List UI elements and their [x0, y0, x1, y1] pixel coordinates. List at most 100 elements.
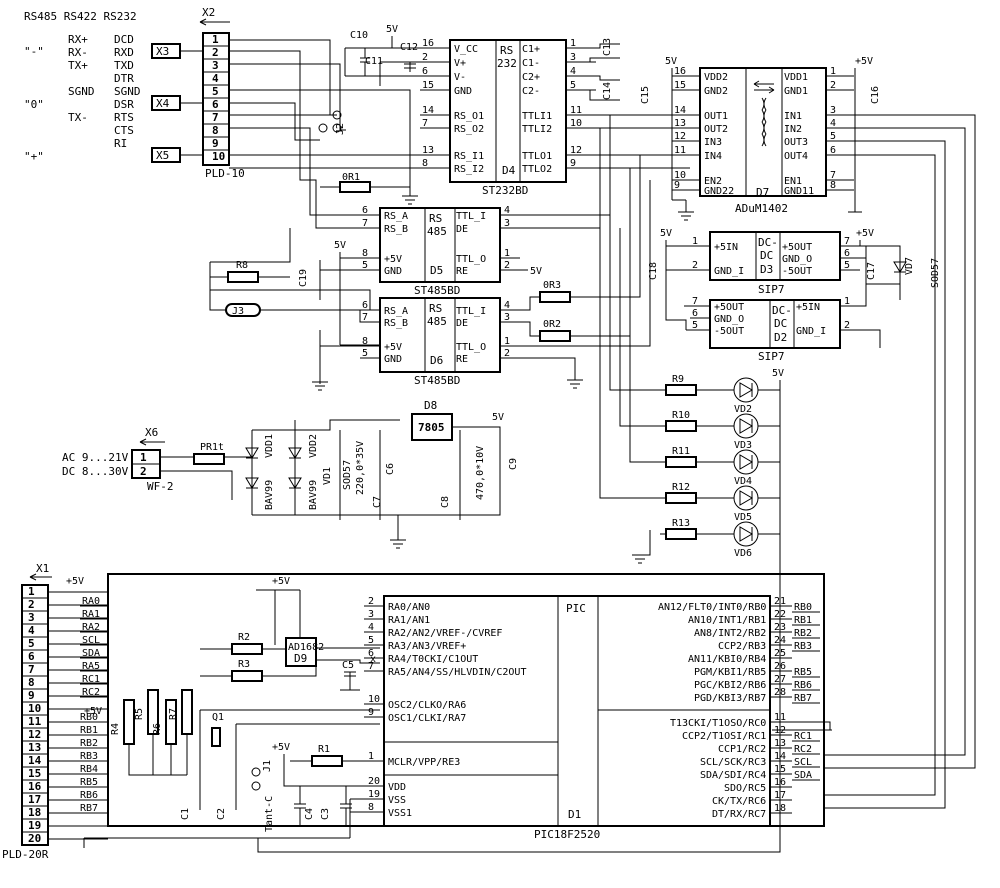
resistor-0r1-label: 0R1 [342, 172, 360, 183]
psu-net [251, 419, 461, 549]
pin-label: TTL_I [456, 211, 486, 222]
x1-pin-1: 1 [28, 585, 35, 598]
wire-x2-8 [229, 127, 380, 216]
ac-label: AC 9...21V [62, 451, 129, 464]
pin-label: +5IN [714, 242, 738, 253]
pin-number: 10 [570, 118, 582, 129]
x1-pin-13: 13 [28, 741, 41, 754]
pin-label: VDD1 [784, 72, 808, 83]
pin-label: V_CC [454, 44, 478, 55]
pic-net-label: RB1 [794, 615, 812, 626]
rs485-signal: TX- [68, 111, 88, 124]
chip-d4-name: ST232BD [482, 184, 528, 197]
x1-net-label: RB6 [80, 790, 98, 801]
pin-label: RS_O2 [454, 124, 484, 135]
jumper-j2-c [318, 123, 328, 133]
pic-net-label: SCL [794, 757, 812, 768]
pin-number: 12 [570, 145, 582, 156]
pin-label: +5OUT [782, 242, 812, 253]
pic-net-label: RB5 [794, 667, 812, 678]
pin-number: 1 [570, 38, 576, 49]
svg-text:DC: DC [760, 249, 773, 262]
pin-label: GND1 [784, 86, 808, 97]
cap-c18-label: C18 [648, 262, 659, 280]
net-out4 [772, 154, 936, 796]
pic-net-label: RB2 [794, 628, 812, 639]
cap-c5-label: C5 [342, 660, 354, 671]
wire-x2-3 [229, 63, 346, 131]
chip-d4-mid-2: 232 [497, 57, 517, 70]
d7-power-net [671, 68, 862, 221]
led-label: VD2 [734, 404, 752, 415]
d3-d2-net [665, 240, 901, 348]
diode-bav99-2: BAV99 [308, 480, 319, 510]
jumper-x5-label: X5 [156, 149, 169, 162]
v5-label-mclr: +5V [272, 742, 290, 753]
pin-number: 2 [844, 320, 850, 331]
x6-type: WF-2 [147, 480, 174, 493]
pin-number: 5 [570, 80, 576, 91]
resistor-r7 [181, 689, 193, 735]
v5-label-pic: +5V [272, 576, 290, 587]
pin-label: RS_A [384, 211, 408, 222]
pin-label: GND2 [704, 86, 728, 97]
led-label: VD3 [734, 440, 752, 451]
pin-label: GND_O [714, 314, 744, 325]
x1-pin-18: 18 [28, 806, 41, 819]
pic-pin-label: PGM/KBI1/RB5 [694, 667, 766, 678]
wire-x2-5-gnd [229, 89, 411, 196]
x1-pin-17: 17 [28, 793, 41, 806]
cap-c3-label: C3 [320, 808, 331, 820]
pic-pin-label: AN8/INT2/RB2 [694, 628, 766, 639]
wire-x2-2 [229, 50, 380, 229]
pic-net-label: RB7 [794, 693, 812, 704]
resistor-r1 [311, 755, 343, 767]
pic-pin-number: 9 [368, 707, 374, 718]
diode-vdd1-label: VDD1 [264, 434, 275, 458]
chip-d9-name: AD1682 [288, 642, 324, 653]
wire-x2-6 [229, 102, 320, 141]
pin-label: OUT4 [784, 151, 808, 162]
pin-label: GND [384, 266, 402, 277]
pin-label: GND [384, 354, 402, 365]
svg-text:1: 1 [140, 451, 147, 464]
pin-number: 6 [830, 145, 836, 156]
pin-label: C1- [522, 58, 540, 69]
regulator-d8-ref: D8 [424, 399, 437, 412]
pic-pin-label: RA0/AN0 [388, 602, 430, 613]
pin-label: DE [456, 318, 468, 329]
led-label: VD5 [734, 512, 752, 523]
pin-label: -5OUT [714, 326, 744, 337]
pic-pin-number: 7 [368, 661, 374, 672]
x1-pin-3: 3 [28, 611, 35, 624]
pin-label: +5OUT [714, 302, 744, 313]
pic-pin-label: RA4/T0CKI/C1OUT [388, 654, 478, 665]
pin-number: 4 [830, 118, 836, 129]
pin-label: TTLI2 [522, 124, 552, 135]
pin-number: 16 [422, 38, 434, 49]
x1-v5-b: +5V [84, 706, 102, 717]
pin-label: RS_O1 [454, 111, 484, 122]
x1-pin-11: 11 [28, 715, 42, 728]
jumper-j3-label: J3 [232, 306, 244, 317]
jumper-j1-b [251, 781, 261, 791]
resistor-0r3-label: 0R3 [543, 280, 561, 291]
v5-label-d4: 5V [386, 24, 398, 35]
d4-charge-pump-net [566, 43, 620, 101]
pic-net-label: RC2 [794, 744, 812, 755]
pin-number: 16 [674, 66, 686, 77]
led-vd6 [733, 521, 759, 547]
pin-number: 6 [422, 66, 428, 77]
x2-pin-5: 5 [212, 85, 219, 98]
x2-label: X2 [202, 6, 215, 19]
resistor-r7-label: R7 [168, 708, 179, 720]
jumper-j1-a [251, 767, 261, 777]
pin-number: 3 [570, 52, 576, 63]
x2-pin-1: 1 [212, 33, 219, 46]
pic-left-net: RA5 [82, 661, 100, 672]
resistor-r2-label: R2 [238, 632, 250, 643]
pin-number: 2 [504, 260, 510, 271]
jumper-j2-label: J2 [335, 123, 346, 135]
chip-d4-ref: D4 [502, 164, 516, 177]
x2-pin-4: 4 [212, 72, 219, 85]
